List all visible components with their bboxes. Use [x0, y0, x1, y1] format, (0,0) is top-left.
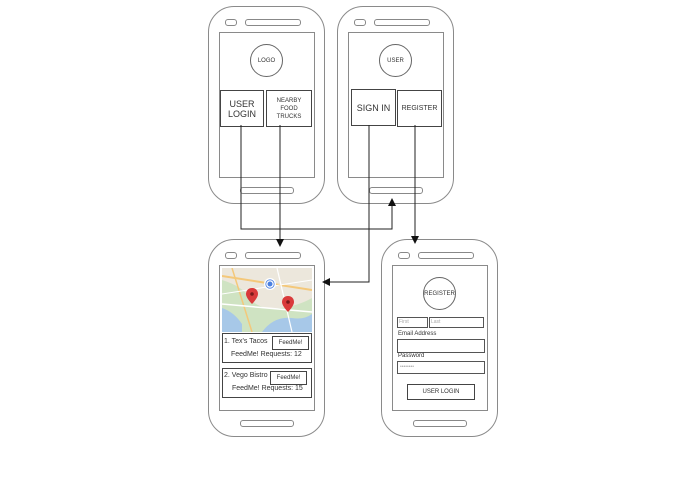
request-count: FeedMe! Requests: 15	[232, 385, 303, 392]
phone-sensor	[398, 252, 410, 259]
map-view[interactable]	[222, 268, 312, 332]
list-item: 2. Vego Bistro FeedMe! FeedMe! Requests:…	[222, 368, 312, 398]
user-login-button[interactable]: USER LOGIN	[407, 384, 475, 400]
user-avatar-circle: USER	[379, 44, 412, 77]
user-login-label: USER LOGIN	[227, 98, 256, 119]
nearby-food-trucks-button[interactable]: NEARBY FOOD TRUCKS	[266, 90, 312, 127]
arrow-user-login-to-user	[240, 125, 396, 230]
phone-screen: 1. Tex's Tacos FeedMe! FeedMe! Requests:…	[219, 265, 315, 411]
first-name-input[interactable]: First	[397, 317, 428, 328]
email-label: Email Address	[398, 331, 437, 337]
phone-speaker	[374, 19, 430, 26]
phone-speaker	[245, 252, 301, 259]
phone-speaker	[418, 252, 474, 259]
last-name-input[interactable]: Last	[429, 317, 484, 328]
user-label: USER	[387, 57, 404, 64]
register-label: REGISTER	[401, 105, 438, 112]
phone-sensor	[354, 19, 366, 26]
user-login-label: USER LOGIN	[422, 389, 460, 395]
map-pin-icon[interactable]	[282, 296, 294, 312]
first-name-placeholder: First	[399, 319, 409, 325]
phone-screen: LOGO USER LOGIN NEARBY FOOD TRUCKS	[219, 32, 315, 178]
truck-name: 1. Tex's Tacos	[224, 338, 268, 345]
last-name-placeholder: Last	[431, 319, 441, 325]
feedme-label: FeedMe!	[278, 340, 303, 346]
list-item: 1. Tex's Tacos FeedMe! FeedMe! Requests:…	[222, 333, 312, 363]
logo-label: LOGO	[257, 57, 276, 64]
nearby-food-trucks-label: NEARBY FOOD TRUCKS	[276, 97, 302, 120]
phone-screen: REGISTER First Last Email Address Passwo…	[392, 265, 488, 411]
phone-sensor	[225, 252, 237, 259]
register-circle: REGISTER	[423, 277, 456, 310]
sign-in-button[interactable]: SIGN IN	[351, 89, 396, 126]
phone-screen: USER SIGN IN REGISTER	[348, 32, 444, 178]
register-button[interactable]: REGISTER	[397, 90, 442, 127]
location-crosshair-icon[interactable]	[264, 278, 276, 290]
request-count: FeedMe! Requests: 12	[231, 351, 302, 358]
arrow-sign-in-to-map	[322, 125, 370, 286]
password-mask: ••••••••	[400, 364, 415, 370]
phone-mockup-nearby: 1. Tex's Tacos FeedMe! FeedMe! Requests:…	[208, 239, 325, 437]
phone-mockup-login: LOGO USER LOGIN NEARBY FOOD TRUCKS	[208, 6, 325, 204]
password-field[interactable]: ••••••••	[397, 361, 485, 374]
home-button	[413, 420, 467, 427]
phone-mockup-user: USER SIGN IN REGISTER	[337, 6, 454, 204]
password-label: Password	[398, 353, 425, 359]
user-login-button[interactable]: USER LOGIN	[220, 90, 264, 127]
sign-in-label: SIGN IN	[356, 102, 391, 113]
truck-name: 2. Vego Bistro	[224, 372, 268, 379]
logo-circle: LOGO	[250, 44, 283, 77]
home-button	[240, 420, 294, 427]
phone-speaker	[245, 19, 301, 26]
feedme-button[interactable]: FeedMe!	[272, 336, 309, 350]
register-circle-label: REGISTER	[424, 290, 455, 297]
phone-mockup-register: REGISTER First Last Email Address Passwo…	[381, 239, 498, 437]
feedme-label: FeedMe!	[276, 375, 301, 381]
phone-sensor	[225, 19, 237, 26]
email-field[interactable]	[397, 339, 485, 353]
map-pin-icon[interactable]	[246, 288, 258, 304]
feedme-button[interactable]: FeedMe!	[270, 371, 307, 385]
